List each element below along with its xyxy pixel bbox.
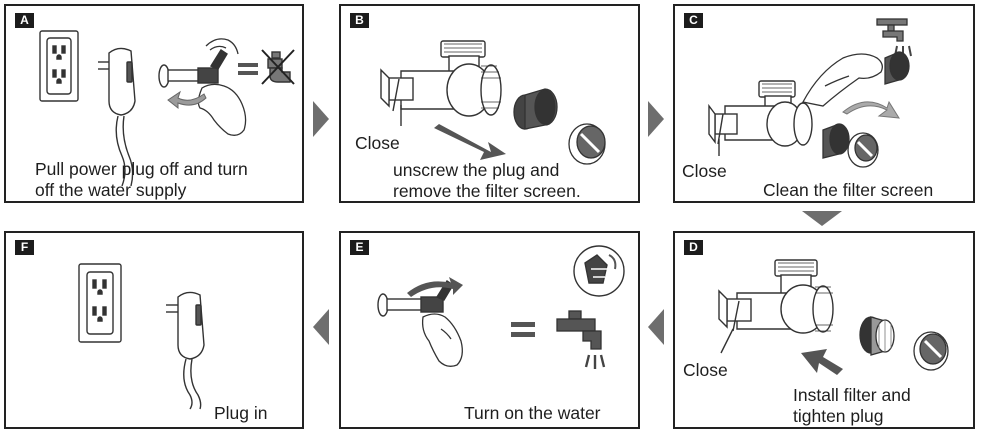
panel-b-caption-line2: remove the filter screen. [393,181,581,201]
hand-icon [197,38,247,136]
panel-d-caption-line2: tighten plug [793,406,884,426]
wall-outlet-icon [78,263,122,343]
panel-c-close-label: Close [682,161,727,181]
equals-icon [238,63,258,75]
flow-arrow-c-to-d [802,211,842,226]
panel-b-badge: B [350,13,369,28]
power-plug-icon [98,47,136,187]
panel-c: C [673,4,975,203]
panel-b: B Close unscrew the plug and remov [339,4,640,203]
panel-f-caption-line1: Plug in [214,403,268,423]
tee-fitting-icon [718,259,834,354]
valve-icon [377,280,454,317]
panel-a-caption-line2: off the water supply [35,180,187,200]
direction-arrow-icon [801,349,843,375]
panel-d-caption-line1: Install filter and [793,385,911,405]
rotate-arrow-icon [167,90,207,110]
screw-plug-icon [568,123,606,165]
power-plug-icon [166,291,205,410]
screw-plug-icon [847,132,879,168]
filter-screen-icon [859,316,895,356]
equals-icon [511,322,535,337]
hand-icon [802,53,883,107]
tee-fitting-icon [380,40,502,126]
filter-screen-icon [513,88,558,130]
panel-f-badge: F [15,240,34,255]
direction-arrow-icon [842,100,900,119]
panel-e: E Turn on the water [339,231,640,429]
tee-fitting-icon [708,80,813,156]
panel-c-illustration [708,18,912,168]
screw-plug-icon [913,331,949,371]
panel-f: F Plug in [4,231,304,429]
flow-arrow-b-to-c [648,101,664,137]
no-water-icon [261,49,295,85]
panel-a-caption-line1: Pull power plug off and turn [35,159,248,179]
filter-screen-icon [822,51,910,159]
panel-f-illustration [78,263,205,410]
faucet-icon [876,18,912,58]
hand-icon [421,313,463,367]
panel-b-illustration [380,40,606,165]
panel-c-badge: C [684,13,703,28]
panel-e-badge: E [350,240,369,255]
rotate-arrow-icon [407,277,463,297]
valve-detail-icon [573,245,625,297]
panel-c-caption-line1: Clean the filter screen [763,180,934,200]
panel-d: D Close Install filter and [673,231,975,429]
faucet-icon [556,310,606,369]
panel-d-badge: D [684,240,703,255]
panel-a: A [4,4,304,203]
panel-a-badge: A [15,13,34,28]
panel-b-caption-line1: unscrew the plug and [393,160,560,180]
flow-arrow-e-to-f [313,309,329,345]
valve-icon [158,49,228,88]
flow-arrow-d-to-e [648,309,664,345]
direction-arrow-icon [434,124,506,160]
panel-d-illustration [718,259,949,375]
wall-outlet-icon [39,30,79,102]
panel-e-illustration [377,245,625,369]
panel-d-close-label: Close [683,360,728,380]
panel-a-illustration [39,30,295,187]
flow-arrow-a-to-b [313,101,329,137]
panel-e-caption-line1: Turn on the water [464,403,601,423]
panel-b-close-label: Close [355,133,400,153]
